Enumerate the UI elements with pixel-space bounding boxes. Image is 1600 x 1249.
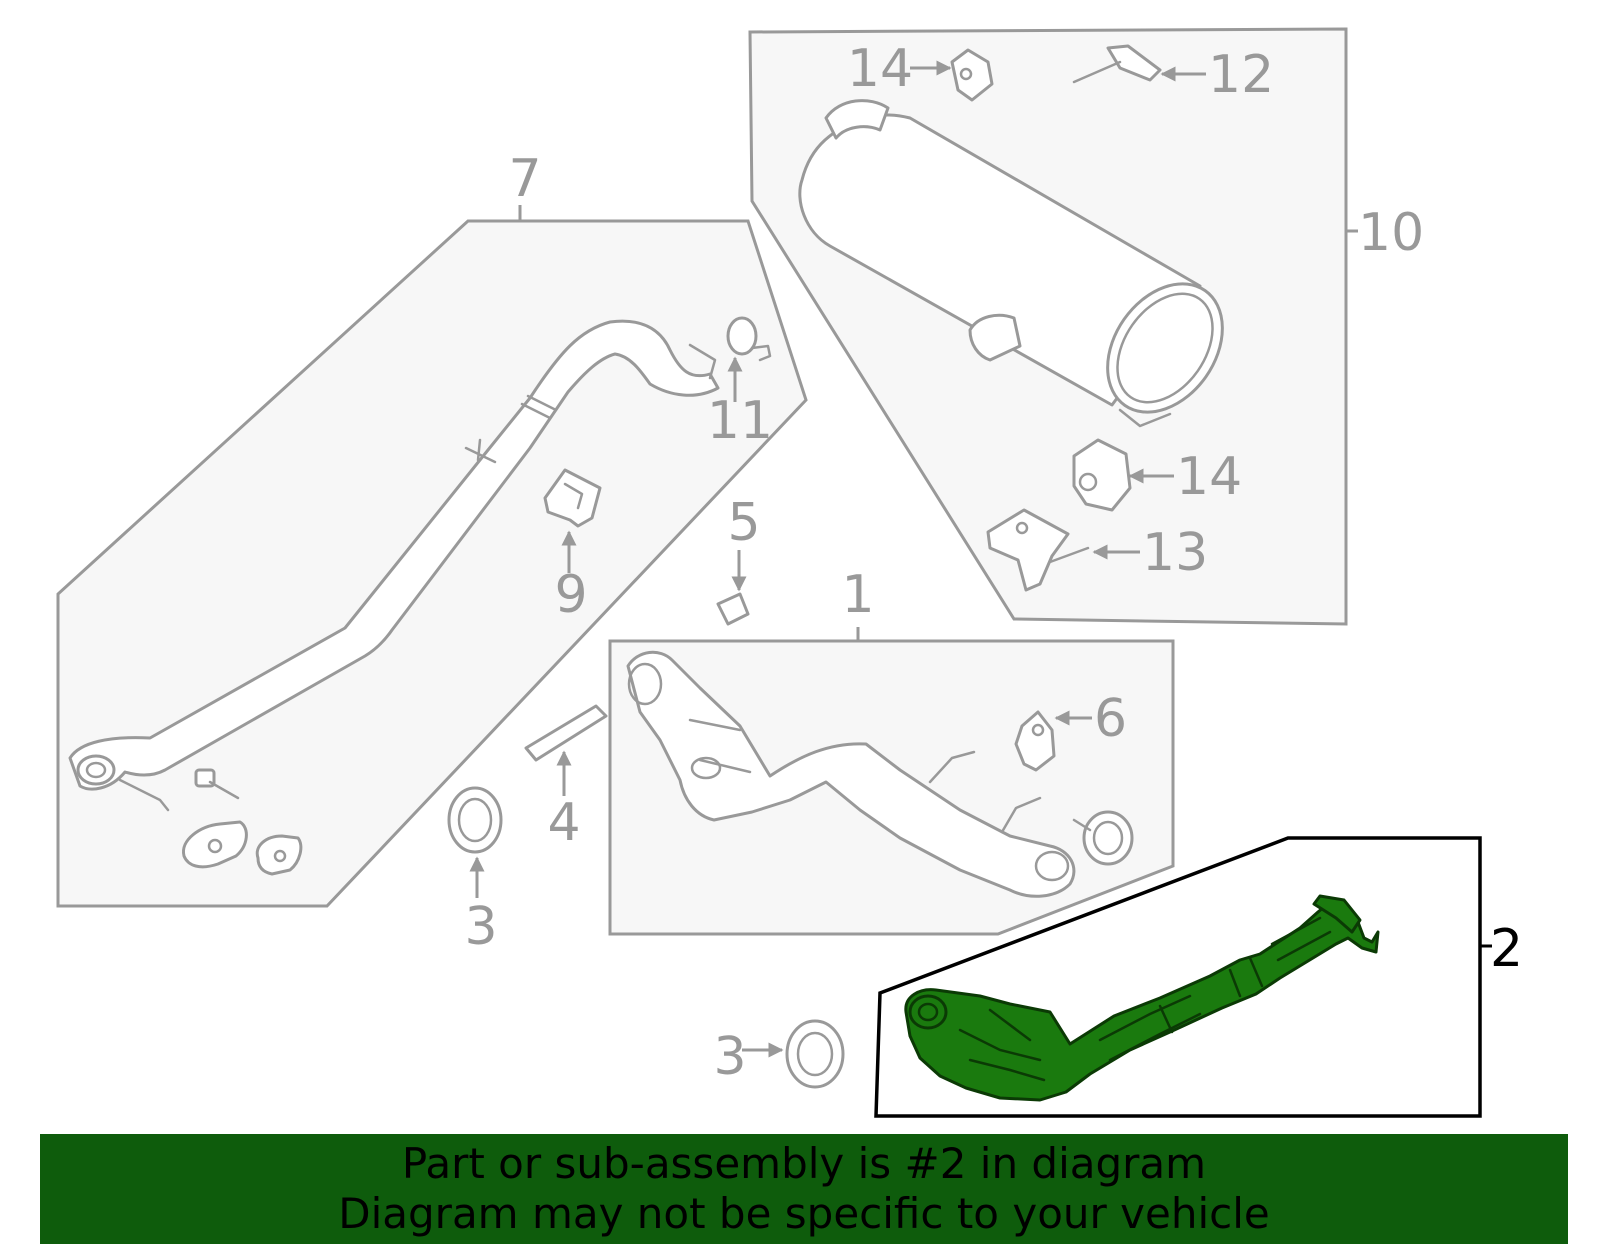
converter-2-flange <box>1312 894 1362 934</box>
callout-2: 2 <box>1490 919 1523 979</box>
muffler-inlet-tube <box>968 313 1022 362</box>
front-pipe-flange-hole <box>85 761 107 779</box>
converter-2-heat-shield <box>958 1008 1046 1082</box>
converter-2-body-lines <box>1270 916 1332 962</box>
pipe-band-2 <box>520 402 552 420</box>
callout-1: 1 <box>841 565 874 625</box>
info-banner: Part or sub-assembly is #2 in diagram Di… <box>40 1134 1568 1244</box>
front-pipe-flange <box>76 754 116 786</box>
banner-line-1: Part or sub-assembly is #2 in diagram <box>401 1139 1207 1188</box>
isolator-14-bottom-hole <box>1078 472 1098 492</box>
pipe-outlet <box>688 343 717 380</box>
bracket-12 <box>1106 44 1162 82</box>
gasket-3-right <box>785 1019 845 1089</box>
isolator-14-bottom <box>1072 438 1132 512</box>
isolator-left <box>182 820 248 869</box>
bracket-12-rod <box>1072 60 1122 84</box>
muffler-outlet-ring <box>1106 282 1224 414</box>
group-7-front-pipe[interactable]: 7 9 11 <box>56 149 808 908</box>
group-1-converter[interactable]: 1 6 <box>608 565 1175 936</box>
callout-13: 13 <box>1142 523 1208 583</box>
clamp-11 <box>726 316 772 362</box>
converter-2-inlet <box>908 994 948 1030</box>
callout-9: 9 <box>554 565 587 625</box>
converter-1-flange <box>627 662 663 706</box>
converter-2-pipe-lines <box>1098 994 1202 1062</box>
clamp-box1 <box>1082 810 1134 866</box>
bracket-13-hole <box>1015 521 1029 535</box>
bolt-icon <box>194 768 240 800</box>
callout-4: 4 <box>547 793 580 853</box>
clamp-box1-inner <box>1092 820 1124 856</box>
hanger-9 <box>543 468 602 528</box>
converter-1-ribs <box>688 718 752 774</box>
sensor-wire <box>118 778 170 812</box>
isolator-14-top-hole <box>959 67 973 81</box>
callout-10: 10 <box>1358 203 1424 263</box>
converter-1 <box>626 650 1076 898</box>
pipe-hanger-rod <box>464 438 497 464</box>
plug-5 <box>716 592 750 626</box>
bracket-6 <box>1014 710 1056 772</box>
converter-2-inlet-hole <box>917 1002 939 1022</box>
muffler-outlet-inner <box>1116 292 1214 404</box>
bracket-13-bolt <box>1048 546 1090 564</box>
muffler-inlet <box>824 99 890 140</box>
group-2-highlighted[interactable]: 2 <box>874 836 1523 1118</box>
gasket-3-left <box>447 786 503 854</box>
callout-11: 11 <box>707 391 773 451</box>
group-10-muffler[interactable]: 10 14 12 14 13 <box>748 27 1424 626</box>
gasket-3-right-inner <box>796 1031 834 1077</box>
hanger-9-detail <box>563 482 584 510</box>
muffler-hanger-rod <box>1118 408 1172 428</box>
callout-12: 12 <box>1208 45 1274 105</box>
isolator-right-hole <box>273 849 287 863</box>
callout-14b: 14 <box>1176 447 1242 507</box>
gasket-3-left-inner <box>457 797 493 843</box>
converter-2-bands <box>1158 956 1264 1034</box>
bracket-13 <box>986 508 1070 592</box>
front-pipe <box>68 319 720 791</box>
callout-14a: 14 <box>847 39 913 99</box>
isolator-left-hole <box>207 838 223 854</box>
banner-line-2: Diagram may not be specific to your vehi… <box>338 1189 1270 1238</box>
callout-5: 5 <box>727 493 760 553</box>
loose-parts: 5 4 3 3 <box>447 493 845 1089</box>
isolator-right <box>255 834 303 876</box>
converter-1-shield <box>690 756 722 780</box>
pipe-band <box>526 394 558 412</box>
converter-1-outlet <box>1034 850 1070 882</box>
converter-1-sensors <box>928 750 1042 834</box>
callout-6: 6 <box>1094 689 1127 749</box>
bracket-6-hole <box>1031 723 1045 737</box>
callout-3a: 3 <box>464 897 497 957</box>
clamp-box1-bolt <box>1072 818 1092 832</box>
callout-7: 7 <box>508 149 541 209</box>
sleeve-4 <box>524 704 608 762</box>
callout-3b: 3 <box>713 1027 746 1087</box>
